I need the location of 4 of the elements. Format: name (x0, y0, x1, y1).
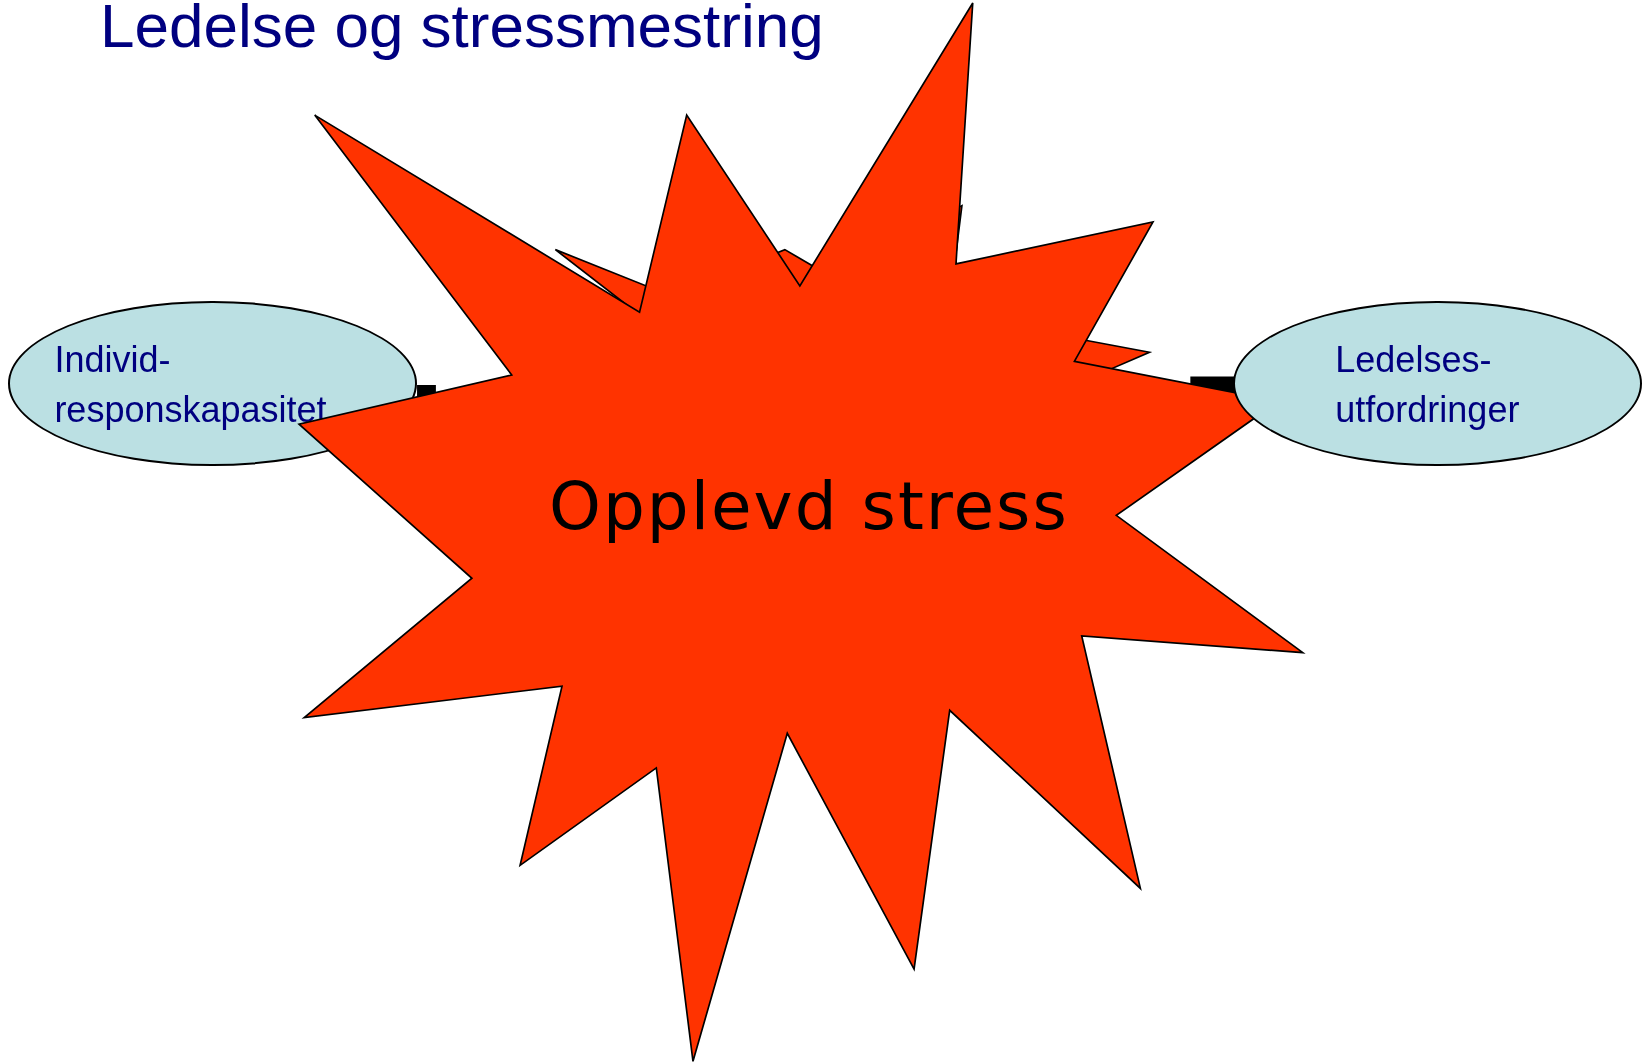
title: Ledelse og stressmestring (100, 0, 824, 61)
node-label: Individ- responskapasitet (54, 337, 328, 432)
node-label: Ledelses- utfordringer (1335, 337, 1521, 432)
node-label: Opplevd stress (548, 467, 1069, 545)
